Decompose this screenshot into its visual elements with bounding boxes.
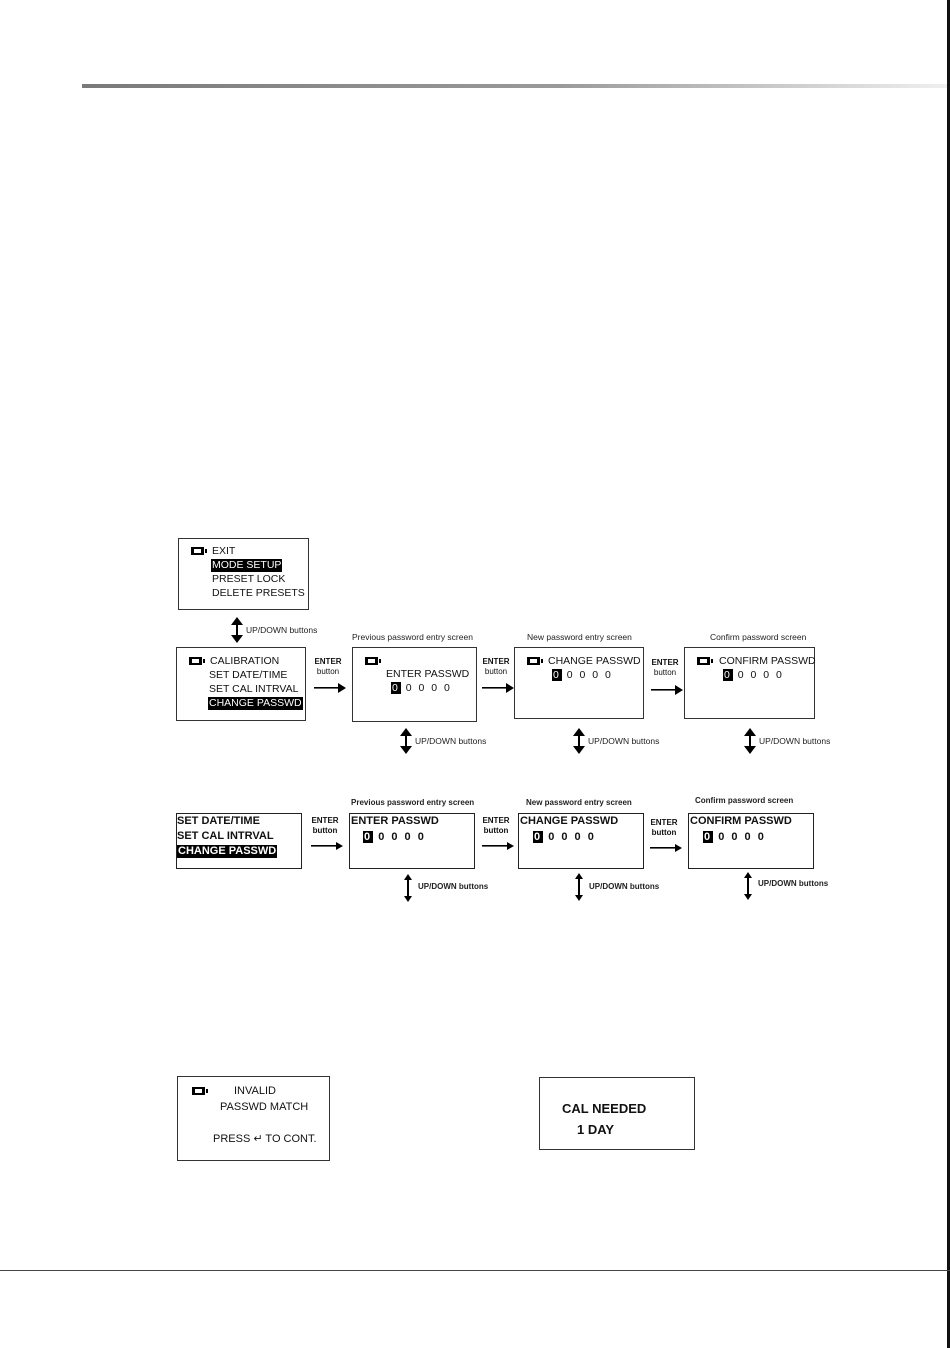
up-down-arrow-icon	[744, 728, 756, 754]
cal-days-line: 1 DAY	[577, 1122, 615, 1137]
nav-label: UP/DOWN buttons	[418, 882, 489, 891]
right-arrow-icon	[311, 842, 343, 850]
battery-icon	[697, 657, 713, 665]
right-arrow-icon	[314, 683, 346, 693]
menu-item-set-date-time: SET DATE/TIME	[209, 669, 288, 681]
header-rule	[82, 84, 950, 88]
invalid-passwd-screen: INVALID PASSWD MATCH PRESS ↵ TO CONT.	[177, 1076, 330, 1161]
password-digits: 0 0 0 0 0	[703, 831, 766, 843]
up-down-arrow-icon	[404, 874, 412, 902]
confirm-screen-caption: Confirm password screen	[710, 632, 807, 642]
menu-item-delete-presets: DELETE PRESETS	[212, 587, 305, 599]
change-passwd-title: CHANGE PASSWD	[548, 655, 641, 667]
confirm-passwd-title: CONFIRM PASSWD	[719, 655, 816, 667]
previous-screen-caption: Previous password entry screen	[351, 798, 475, 807]
nav-label: UP/DOWN buttons	[415, 736, 487, 746]
error-line-passwd-match: PASSWD MATCH	[220, 1101, 309, 1113]
alt-previous-password-screen: ENTER PASSWD 0 0 0 0 0	[349, 813, 475, 869]
enter-passwd-title: ENTER PASSWD	[351, 815, 439, 827]
page-edge	[947, 0, 950, 1348]
right-arrow-icon	[482, 842, 514, 850]
menu-item-set-cal-intrval: SET CAL INTRVAL	[209, 683, 299, 695]
nav-label: UP/DOWN buttons	[588, 736, 660, 746]
new-screen-caption: New password entry screen	[527, 632, 632, 642]
battery-icon	[191, 547, 207, 555]
nav-label: UP/DOWN buttons	[758, 879, 829, 888]
enter-passwd-title: ENTER PASSWD	[386, 668, 470, 680]
up-down-arrow-icon	[744, 872, 752, 900]
password-digits: 0 0 0 0 0	[363, 831, 426, 843]
menu-item-set-cal-intrval: SET CAL INTRVAL	[177, 830, 274, 842]
alt-confirm-password-screen: CONFIRM PASSWD 0 0 0 0 0	[688, 813, 814, 869]
password-digits: 0 0 0 0 0	[552, 669, 613, 681]
nav-label: UP/DOWN buttons	[246, 625, 318, 635]
confirm-password-screen: CONFIRM PASSWD 0 0 0 0 0	[684, 647, 816, 719]
password-digits: 0 0 0 0 0	[723, 669, 784, 681]
battery-icon	[192, 1087, 208, 1095]
alt-menu-screen: SET DATE/TIME SET CAL INTRVAL CHANGE PAS…	[176, 813, 302, 869]
battery-icon	[527, 657, 543, 665]
mode-menu-screen: CALIBRATION SET DATE/TIME SET CAL INTRVA…	[176, 647, 306, 721]
alt-new-password-screen: CHANGE PASSWD 0 0 0 0 0	[518, 813, 644, 869]
battery-icon	[189, 657, 205, 665]
nav-label: UP/DOWN buttons	[759, 736, 831, 746]
up-down-arrow-icon	[573, 728, 585, 754]
confirm-screen-caption: Confirm password screen	[695, 796, 794, 805]
password-digits: 0 0 0 0 0	[533, 831, 596, 843]
main-menu-screen: EXIT MODE SETUP PRESET LOCK DELETE PRESE…	[178, 538, 309, 610]
previous-password-screen: ENTER PASSWD 0 0 0 0 0	[352, 647, 477, 722]
menu-item-change-passwd: CHANGE PASSWD	[208, 697, 303, 710]
right-arrow-icon	[650, 844, 682, 852]
cal-needed-screen: CAL NEEDED 1 DAY	[539, 1077, 695, 1150]
change-passwd-title: CHANGE PASSWD	[520, 815, 619, 827]
new-screen-caption: New password entry screen	[526, 798, 632, 807]
nav-label: UP/DOWN buttons	[589, 882, 660, 891]
menu-item-exit: EXIT	[212, 545, 236, 557]
cal-needed-line: CAL NEEDED	[562, 1101, 647, 1116]
menu-item-preset-lock: PRESET LOCK	[212, 573, 286, 585]
menu-item-mode-setup: MODE SETUP	[211, 559, 283, 572]
menu-item-set-date-time: SET DATE/TIME	[177, 815, 260, 827]
footer-rule	[0, 1270, 950, 1271]
password-digits: 0 0 0 0 0	[391, 682, 452, 694]
menu-item-calibration: CALIBRATION	[210, 655, 280, 667]
up-down-arrow-icon	[231, 617, 243, 643]
up-down-arrow-icon	[575, 873, 583, 901]
error-line-invalid: INVALID	[234, 1085, 276, 1097]
previous-screen-caption: Previous password entry screen	[352, 632, 473, 642]
right-arrow-icon	[482, 683, 514, 693]
right-arrow-icon	[651, 685, 683, 695]
up-down-arrow-icon	[400, 728, 412, 754]
new-password-screen: CHANGE PASSWD 0 0 0 0 0	[514, 647, 644, 719]
menu-item-change-passwd: CHANGE PASSWD	[177, 845, 278, 858]
battery-icon	[365, 657, 381, 665]
confirm-passwd-title: CONFIRM PASSWD	[690, 815, 792, 827]
error-line-press-to-continue: PRESS ↵ TO CONT.	[213, 1133, 317, 1145]
